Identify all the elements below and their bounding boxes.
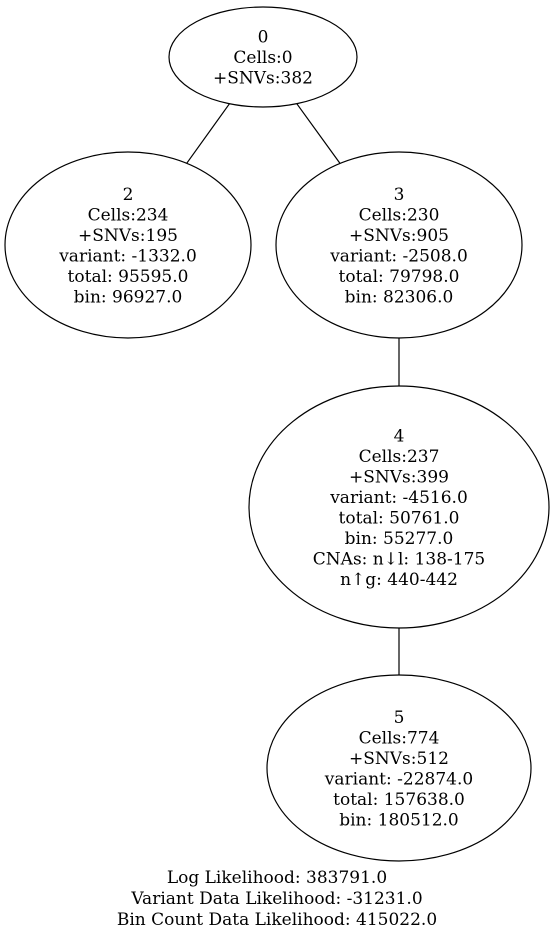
node-0-ellipse [168,6,358,108]
node-5-line-1: Cells:774 [359,728,440,748]
node-2-line-5: bin: 96927.0 [74,287,183,307]
node-3-line-2: +SNVs:905 [349,226,449,246]
node-0-id-label: 0 [258,28,269,48]
node-4-line-3: variant: -4516.0 [329,488,468,508]
node-3-line-4: total: 79798.0 [339,267,460,287]
node-2-id-label: 2 [123,185,134,205]
node-5-line-5: bin: 180512.0 [339,810,459,830]
bin-count-likelihood-text: Bin Count Data Likelihood: 415022.0 [117,910,437,930]
node-2-line-4: total: 95595.0 [68,267,189,287]
node-0-line-2: +SNVs:382 [213,69,313,89]
likelihood-footer: Log Likelihood: 383791.0 Variant Data Li… [117,868,437,930]
node-4-line-7: n↑g: 440-442 [340,570,458,590]
node-4-line-2: +SNVs:399 [349,467,449,487]
node-4-line-6: CNAs: n↓l: 138-175 [313,549,485,569]
node-2-line-1: Cells:234 [88,205,169,225]
node-3-line-1: Cells:230 [359,205,440,225]
node-2-line-2: +SNVs:195 [78,226,178,246]
edge-0-to-3 [296,103,341,164]
node-3-line-3: variant: -2508.0 [329,246,468,266]
node-5-ellipse [266,674,532,862]
node-4-id-label: 4 [394,426,405,446]
node-5-id-label: 5 [394,708,405,728]
node-5-line-2: +SNVs:512 [349,749,449,769]
node-4-line-1: Cells:237 [359,447,440,467]
node-3-id-label: 3 [394,185,405,205]
node-2-ellipse [4,151,252,339]
node-4-line-4: total: 50761.0 [339,508,460,528]
node-4-line-5: bin: 55277.0 [345,529,454,549]
node-3-line-5: bin: 82306.0 [345,287,454,307]
node-0-line-1: Cells:0 [233,48,292,68]
variant-likelihood-text: Variant Data Likelihood: -31231.0 [130,889,422,909]
edges-layer [186,103,400,675]
node-3-ellipse [275,151,523,339]
node-5-line-3: variant: -22874.0 [324,769,473,789]
node-2-line-3: variant: -1332.0 [58,246,197,266]
nodes-layer: 0Cells:0+SNVs:3822Cells:234+SNVs:195vari… [4,6,550,862]
node-5-line-4: total: 157638.0 [333,790,465,810]
log-likelihood-text: Log Likelihood: 383791.0 [167,868,387,888]
node-4-ellipse [248,385,550,629]
edge-0-to-2 [186,103,230,164]
